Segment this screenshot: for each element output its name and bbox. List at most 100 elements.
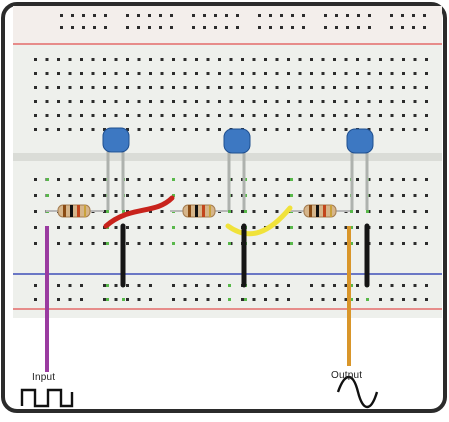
rail-hole: [159, 14, 162, 17]
terminal-hole: [80, 100, 83, 103]
rail-hole: [214, 14, 217, 17]
terminal-hole: [298, 58, 302, 61]
connected-hole: [350, 210, 353, 213]
terminal-hole: [149, 86, 152, 89]
terminal-hole: [425, 194, 428, 197]
rail-hole: [390, 26, 393, 29]
terminal-hole: [310, 178, 313, 181]
connected-hole: [290, 242, 293, 245]
terminal-hole: [149, 242, 152, 245]
terminal-hole: [413, 194, 417, 197]
breadboard-holes: [34, 14, 428, 301]
terminal-hole: [379, 194, 382, 197]
terminal-hole: [379, 86, 382, 89]
terminal-hole: [229, 86, 233, 89]
rail-hole: [346, 26, 349, 29]
rail-hole: [203, 26, 206, 29]
terminal-hole: [218, 242, 221, 245]
terminal-hole: [137, 114, 141, 117]
terminal-hole: [45, 114, 49, 117]
terminal-hole: [344, 128, 348, 131]
terminal-hole: [68, 242, 72, 245]
terminal-hole: [264, 72, 267, 75]
connected-hole: [350, 298, 353, 301]
rail-hole: [57, 298, 60, 301]
terminal-hole: [137, 226, 141, 229]
rail-hole: [206, 298, 210, 301]
rail-hole: [71, 26, 74, 29]
rail-hole: [159, 26, 162, 29]
rail-hole: [302, 26, 305, 29]
terminal-hole: [275, 242, 279, 245]
rail-hole: [148, 14, 151, 17]
terminal-hole: [57, 86, 60, 89]
terminal-hole: [275, 210, 279, 213]
terminal-hole: [34, 114, 37, 117]
terminal-hole: [126, 226, 129, 229]
terminal-hole: [298, 194, 302, 197]
terminal-hole: [298, 128, 302, 131]
terminal-hole: [218, 72, 221, 75]
resistor-3: [290, 204, 350, 218]
terminal-hole: [264, 242, 267, 245]
rail-hole: [57, 284, 60, 287]
connected-hole: [290, 194, 293, 197]
rail-hole: [335, 26, 338, 29]
terminal-hole: [137, 72, 141, 75]
terminal-hole: [241, 114, 244, 117]
rail-hole: [114, 298, 118, 301]
terminal-hole: [91, 86, 95, 89]
terminal-hole: [275, 86, 279, 89]
rail-hole: [310, 284, 313, 287]
terminal-hole: [321, 114, 325, 117]
terminal-hole: [425, 226, 428, 229]
rail-hole: [34, 298, 37, 301]
terminal-hole: [252, 242, 256, 245]
terminal-hole: [425, 242, 428, 245]
terminal-hole: [287, 86, 290, 89]
terminal-hole: [34, 242, 37, 245]
rail-hole: [82, 26, 85, 29]
terminal-hole: [367, 100, 371, 103]
terminal-hole: [367, 114, 371, 117]
rail-hole: [335, 14, 338, 17]
rail-hole: [149, 298, 152, 301]
rail-hole: [172, 284, 175, 287]
terminal-hole: [333, 100, 336, 103]
resistor-2: [170, 204, 228, 218]
terminal-hole: [402, 128, 405, 131]
terminal-hole: [103, 178, 106, 181]
rail-hole: [379, 298, 382, 301]
terminal-hole: [264, 114, 267, 117]
terminal-hole: [57, 58, 60, 61]
terminal-hole: [310, 194, 313, 197]
rail-hole: [324, 26, 327, 29]
terminal-hole: [206, 178, 210, 181]
connected-hole: [122, 210, 125, 213]
terminal-hole: [252, 128, 256, 131]
terminal-hole: [80, 128, 83, 131]
terminal-hole: [425, 178, 428, 181]
terminal-hole: [68, 194, 72, 197]
terminal-hole: [34, 128, 37, 131]
rail-hole: [280, 26, 283, 29]
rail-hole: [170, 26, 173, 29]
yellow-jumper-wire: [225, 205, 293, 237]
terminal-hole: [333, 242, 336, 245]
terminal-hole: [160, 72, 164, 75]
terminal-hole: [344, 114, 348, 117]
terminal-hole: [356, 242, 359, 245]
rail-hole: [206, 284, 210, 287]
connected-hole: [290, 226, 293, 229]
terminal-hole: [149, 194, 152, 197]
rail-hole: [149, 284, 152, 287]
terminal-hole: [287, 100, 290, 103]
terminal-hole: [183, 72, 187, 75]
terminal-hole: [229, 100, 233, 103]
terminal-hole: [91, 114, 95, 117]
terminal-hole: [103, 86, 106, 89]
connected-hole: [228, 284, 231, 287]
terminal-hole: [367, 86, 371, 89]
connected-hole: [172, 242, 175, 245]
terminal-hole: [344, 194, 348, 197]
